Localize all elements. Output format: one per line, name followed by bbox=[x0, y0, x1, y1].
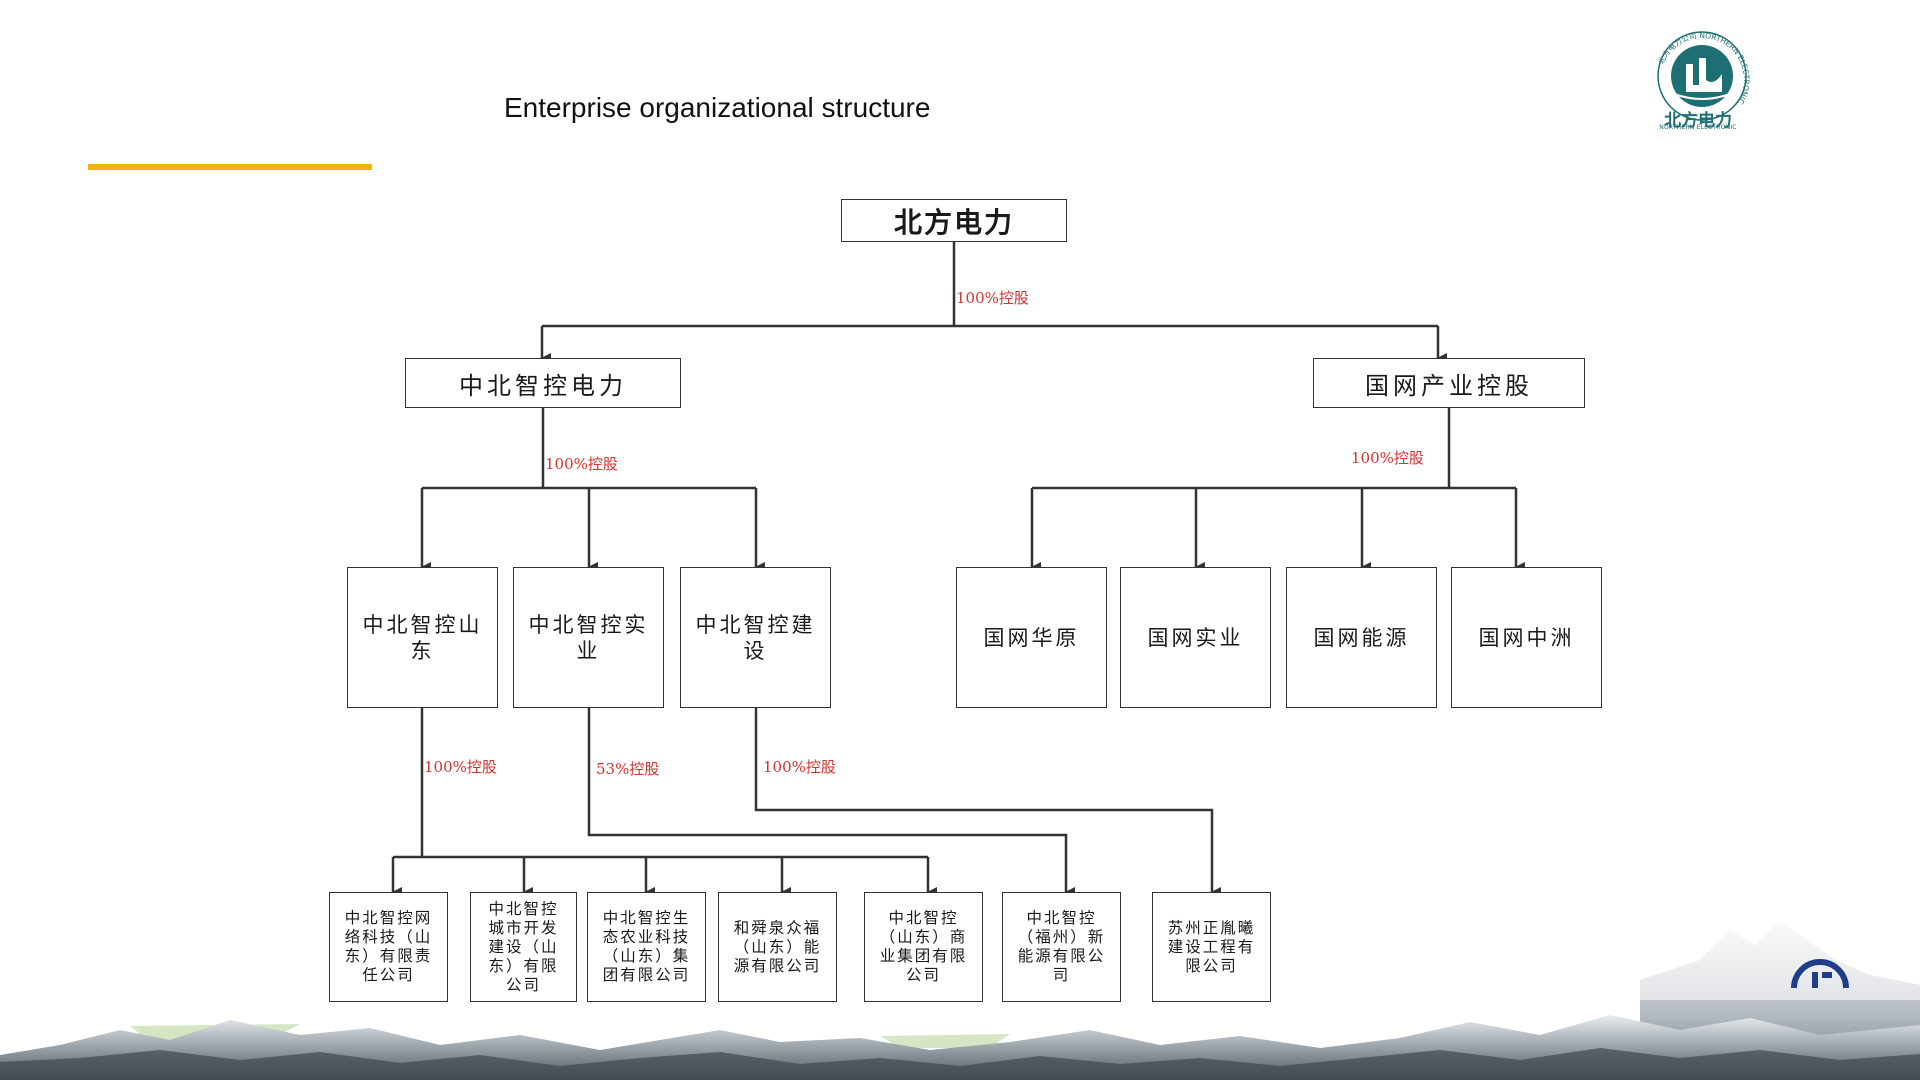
org-node-leaf: 中北智控（福州）新能源有限公司 bbox=[1002, 892, 1121, 1002]
org-node-subsidiary: 中北智控实业 bbox=[513, 567, 664, 708]
ownership-label: 100%控股 bbox=[545, 455, 618, 473]
org-node-holding-left: 中北智控电力 bbox=[405, 358, 681, 408]
logo-subtitle: NORTHERN ELECTRONIC bbox=[1659, 124, 1737, 131]
org-node-holding-right: 国网产业控股 bbox=[1313, 358, 1585, 408]
org-node-subsidiary: 国网华原 bbox=[956, 567, 1107, 708]
org-node-leaf: 中北智控生态农业科技（山东）集团有限公司 bbox=[587, 892, 706, 1002]
ownership-label: 100%控股 bbox=[763, 758, 836, 776]
ownership-label: 53%控股 bbox=[596, 760, 660, 778]
company-logo-icon: 北方电力公司 NORTHERN ELECTRONIC bbox=[1657, 31, 1751, 121]
org-node-subsidiary: 国网中洲 bbox=[1451, 567, 1602, 708]
slide-title: Enterprise organizational structure bbox=[504, 92, 931, 123]
logo-name: 北方电力 bbox=[1664, 111, 1732, 131]
ownership-label: 100%控股 bbox=[956, 289, 1029, 307]
org-node-leaf: 中北智控网络科技（山东）有限责任公司 bbox=[329, 892, 448, 1002]
ownership-label: 100%控股 bbox=[1351, 449, 1424, 467]
org-node-root: 北方电力 bbox=[841, 199, 1067, 242]
org-node-leaf: 和舜泉众福（山东）能源有限公司 bbox=[718, 892, 837, 1002]
title-accent-bar bbox=[88, 164, 372, 170]
org-node-leaf: 苏州正胤曦建设工程有限公司 bbox=[1152, 892, 1271, 1002]
org-node-subsidiary: 中北智控建设 bbox=[680, 567, 831, 708]
org-node-leaf: 中北智控城市开发建设（山东）有限公司 bbox=[470, 892, 577, 1002]
org-node-subsidiary: 中北智控山东 bbox=[347, 567, 498, 708]
ownership-label: 100%控股 bbox=[424, 758, 497, 776]
org-node-leaf: 中北智控（山东）商业集团有限公司 bbox=[864, 892, 983, 1002]
org-node-subsidiary: 国网能源 bbox=[1286, 567, 1437, 708]
partial-logo-icon bbox=[1791, 959, 1849, 989]
org-node-subsidiary: 国网实业 bbox=[1120, 567, 1271, 708]
